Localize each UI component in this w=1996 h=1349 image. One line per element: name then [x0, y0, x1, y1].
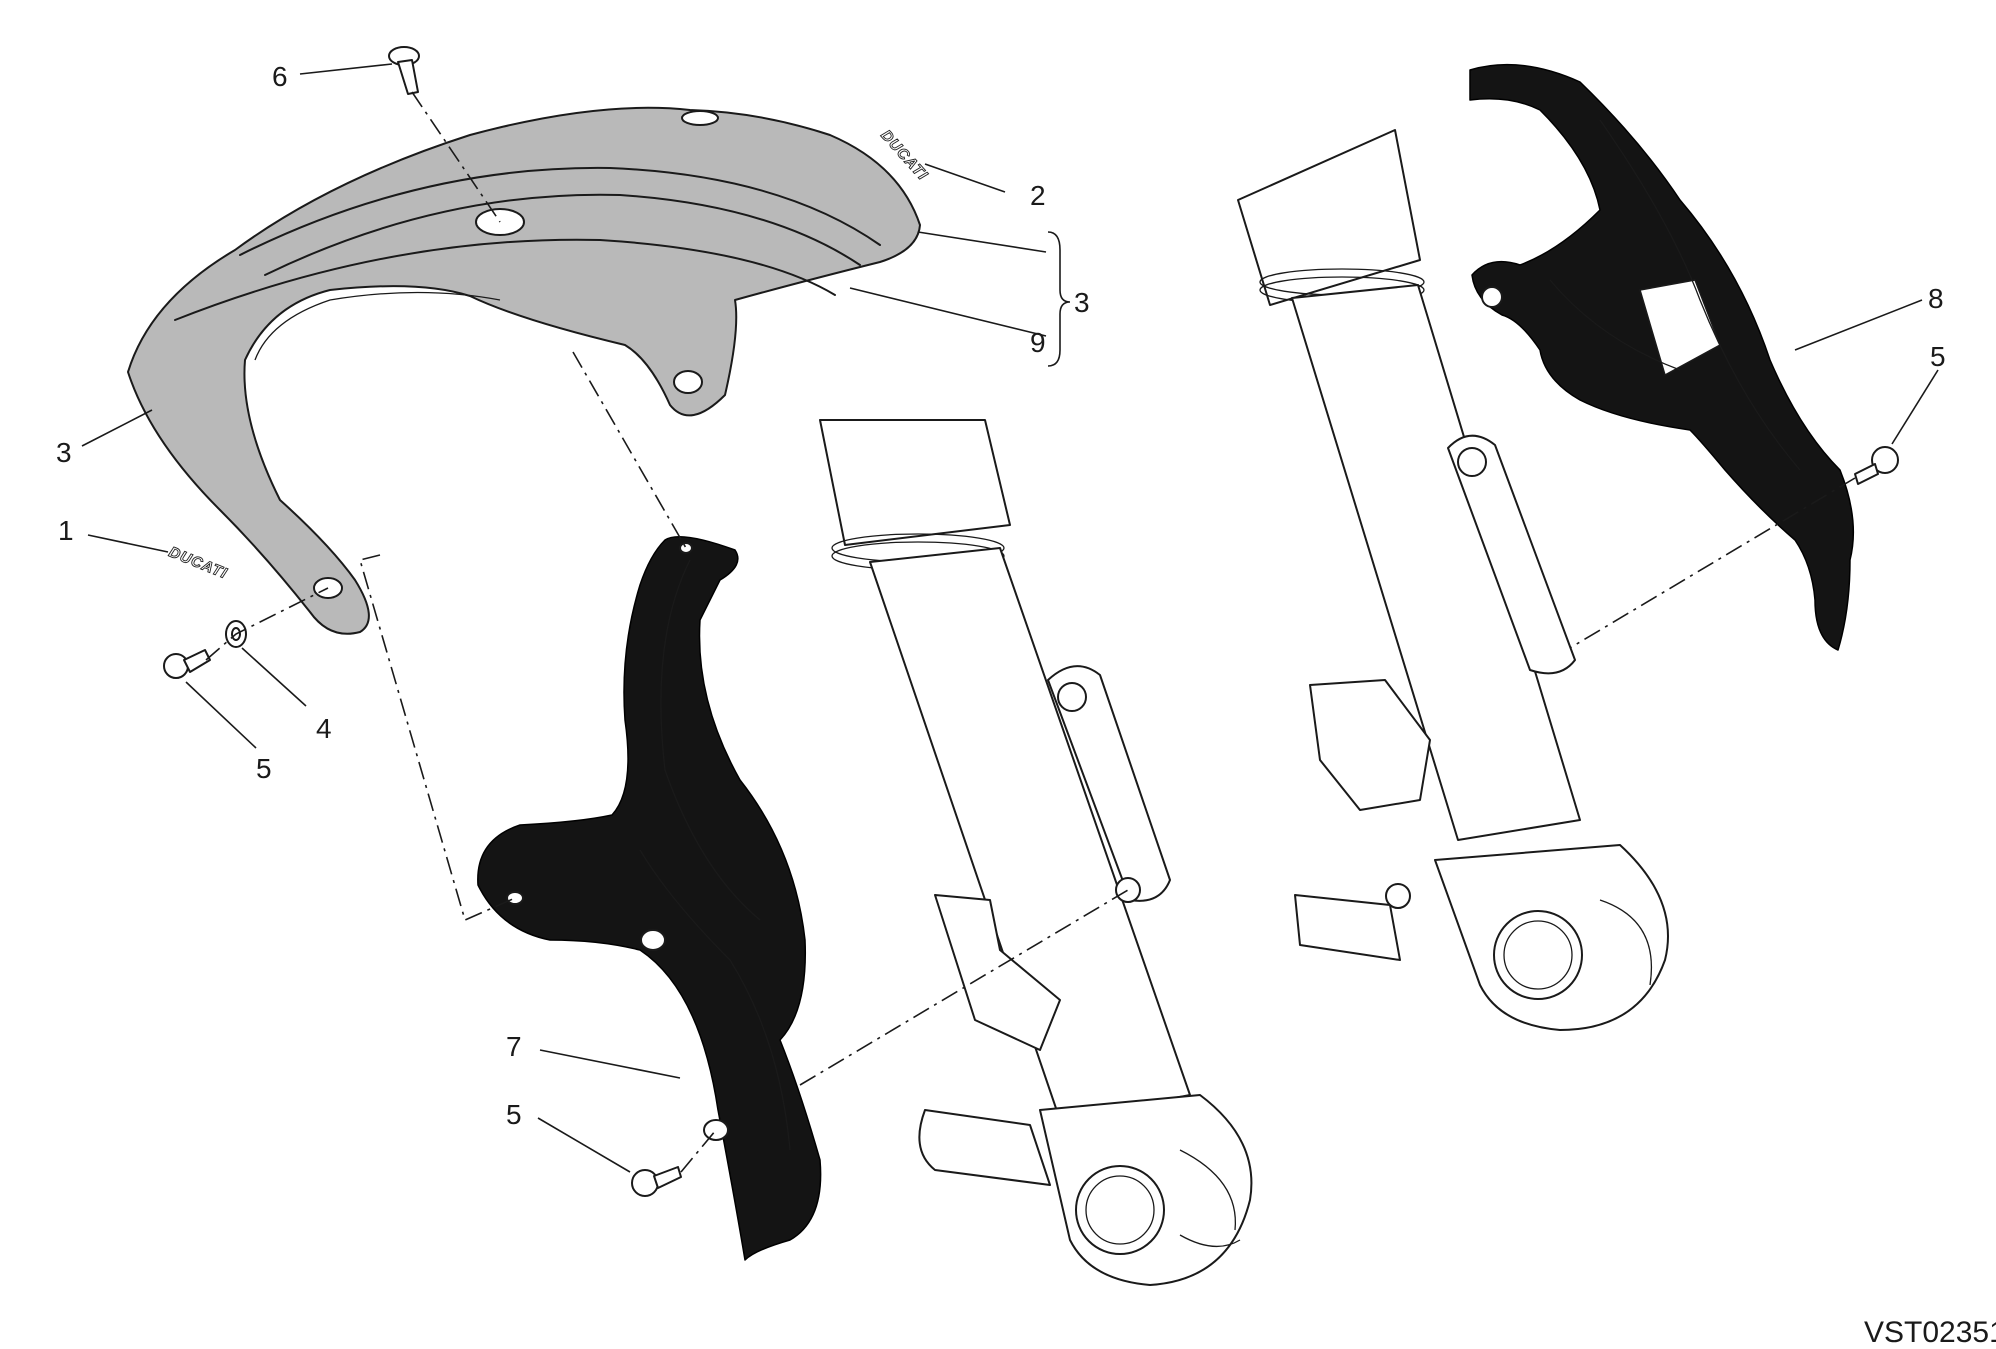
- diagram-reference-code: VST02351: [1864, 1316, 1996, 1349]
- decal-part-1: DUCATI: [166, 543, 230, 583]
- fork-leg-left: [819, 419, 1253, 1286]
- callout-3-brace: 3: [1074, 287, 1090, 318]
- guard-part-7: [477, 535, 822, 1261]
- screw-part-5-right: [1854, 446, 1899, 485]
- callout-2: 2: [1030, 180, 1046, 211]
- callout-labels: 1 2 3 3 4 5 5 5 6 7 8 9: [56, 61, 1946, 1130]
- screw-part-5-left: [163, 649, 211, 679]
- fork-leg-right: [1237, 129, 1669, 1031]
- callout-leaders: [81, 63, 1939, 1173]
- callout-5-left: 5: [256, 753, 272, 784]
- callout-7: 7: [506, 1031, 522, 1062]
- screw-part-6: [388, 46, 420, 95]
- front-fender-part-3: [127, 106, 921, 635]
- callout-5-bottom: 5: [506, 1099, 522, 1130]
- assembly-lines: [205, 91, 1856, 1173]
- callout-5-right: 5: [1930, 341, 1946, 372]
- callout-1: 1: [58, 515, 74, 546]
- callout-6: 6: [272, 61, 288, 92]
- svg-text:DUCATI: DUCATI: [166, 544, 229, 583]
- callout-3-left: 3: [56, 437, 72, 468]
- guard-part-8: [1469, 63, 1855, 651]
- callout-4: 4: [316, 713, 332, 744]
- callout-8: 8: [1928, 283, 1944, 314]
- callout-9: 9: [1030, 327, 1046, 358]
- screw-part-5-bottom: [631, 1166, 682, 1197]
